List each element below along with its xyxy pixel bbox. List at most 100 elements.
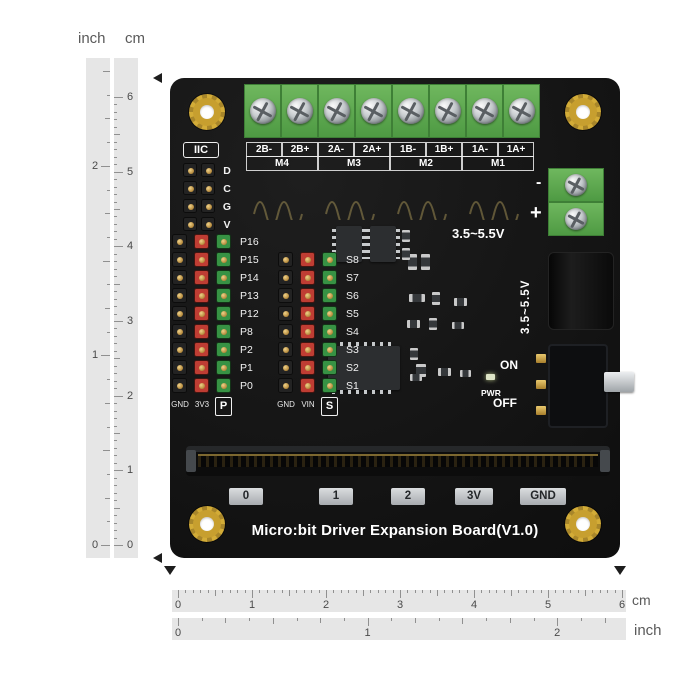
p-header-pin	[216, 270, 231, 285]
p-header-pin	[216, 234, 231, 249]
cm-tick	[114, 425, 117, 427]
terminal-minus-sign: -	[536, 174, 542, 191]
motor-group-label: M2	[390, 156, 462, 171]
cm-tick	[178, 590, 179, 598]
cm-tick	[114, 179, 117, 181]
cm-tick	[592, 590, 594, 593]
cm-tick	[114, 432, 120, 434]
p-header-pin	[172, 306, 187, 321]
left-cm-number: 4	[126, 240, 134, 253]
power-terminal-block	[548, 168, 604, 236]
inch-tick	[107, 379, 110, 381]
switch-on-label: ON	[500, 358, 518, 372]
cm-tick	[114, 358, 120, 360]
edge-connector-endcap	[186, 450, 196, 472]
cm-tick	[114, 201, 117, 203]
terminal-screw	[397, 98, 424, 124]
p-header-label: P15	[240, 254, 259, 266]
cm-tick	[114, 328, 117, 330]
p-header-pin	[194, 252, 209, 267]
motor-terminal-label: 2B+	[282, 142, 318, 157]
p-header-pin	[172, 288, 187, 303]
cm-tick	[114, 223, 117, 225]
iic-label: IIC	[183, 142, 219, 158]
cm-tick	[289, 590, 290, 596]
cm-tick	[114, 268, 117, 270]
terminal-screw	[286, 98, 313, 124]
cm-tick	[114, 455, 117, 457]
left-cm-number: 1	[126, 464, 134, 477]
cm-tick	[266, 590, 268, 593]
cm-tick	[185, 590, 187, 593]
terminal-screw	[249, 98, 276, 124]
cm-tick	[192, 590, 194, 593]
cm-tick	[114, 186, 117, 188]
inch-tick	[103, 71, 110, 72]
s-header-pin	[278, 306, 293, 321]
cm-tick	[114, 403, 117, 405]
cm-tick	[466, 590, 468, 593]
inch-tick	[367, 618, 369, 626]
p-header-pin	[194, 378, 209, 393]
iic-pin-label: D	[223, 165, 231, 177]
inch-tick	[580, 618, 582, 621]
cm-tick	[114, 365, 117, 367]
cm-tick	[496, 590, 498, 593]
bottom-inch-number: 1	[364, 627, 371, 639]
p-header-pin	[194, 360, 209, 375]
inch-tick	[107, 473, 110, 475]
s-header-pin	[322, 324, 337, 339]
cm-tick	[222, 590, 224, 593]
cm-tick	[114, 447, 117, 449]
board-bottom-edge-marker	[153, 553, 162, 563]
inch-tick	[296, 618, 298, 621]
p-header-pin	[216, 324, 231, 339]
left-cm-number: 6	[126, 90, 134, 103]
cm-tick	[525, 590, 527, 593]
s-header-pin	[322, 270, 337, 285]
motor-terminal-label: 1B+	[426, 142, 462, 157]
inch-tick	[320, 618, 322, 623]
cm-tick	[114, 545, 123, 546]
cm-tick	[444, 590, 446, 593]
inch-tick	[103, 260, 110, 262]
cm-tick	[207, 590, 209, 593]
inch-tick	[107, 142, 110, 144]
s-header-pin	[300, 252, 315, 267]
iic-pin-label: C	[223, 183, 231, 195]
inch-tick	[107, 189, 110, 191]
inch-tick	[101, 165, 110, 167]
s-header-pin	[278, 342, 293, 357]
motor-group-label: M3	[318, 156, 390, 171]
cm-tick	[340, 590, 342, 593]
cm-tick	[114, 141, 117, 143]
p-header-pin	[172, 270, 187, 285]
s-header-label: S3	[346, 344, 359, 356]
cm-tick	[296, 590, 298, 593]
cm-tick	[114, 231, 117, 233]
cm-tick	[385, 590, 387, 593]
edge-pad-label: 0	[229, 488, 263, 505]
power-switch-lever	[604, 372, 634, 392]
p-header-pin	[216, 252, 231, 267]
left-inch-number: 1	[91, 349, 99, 362]
cm-tick	[392, 590, 394, 593]
cm-tick	[114, 119, 117, 121]
bottom-cm-number: 5	[544, 599, 552, 611]
cm-tick	[114, 515, 117, 517]
inch-tick	[462, 618, 464, 624]
s-header-pin	[322, 288, 337, 303]
p-header-pin	[216, 342, 231, 357]
inch-tick	[391, 618, 393, 621]
cm-tick	[114, 380, 117, 382]
cm-tick	[459, 590, 461, 593]
inch-tick	[249, 618, 251, 621]
cm-tick	[114, 462, 117, 464]
cm-tick	[114, 194, 117, 196]
inch-tick	[178, 618, 179, 626]
p-header-label: P0	[240, 380, 253, 392]
mounting-hole-bottom-right	[565, 506, 601, 542]
cm-tick	[451, 590, 453, 593]
s-header-label: S2	[346, 362, 359, 374]
